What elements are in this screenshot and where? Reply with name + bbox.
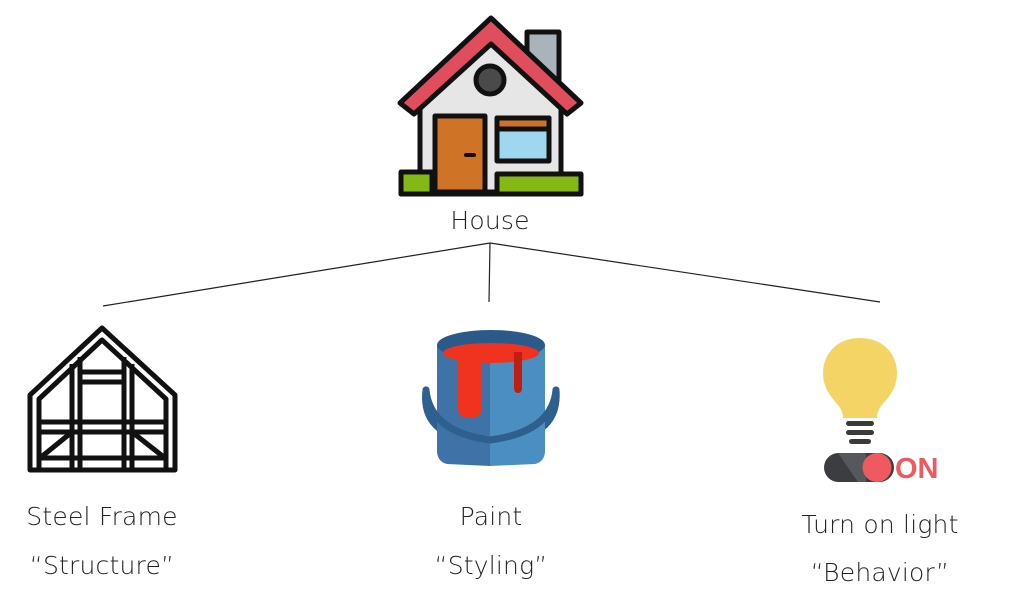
steel-frame-subtitle: “Structure” <box>29 551 175 580</box>
light-bulb-icon <box>823 338 897 444</box>
root-label: House <box>450 206 530 235</box>
paint-subtitle: “Styling” <box>434 551 548 580</box>
connector-lines <box>102 242 881 307</box>
paint-bucket-icon <box>422 330 560 466</box>
house-icon <box>397 15 584 197</box>
connector-to-steel-frame <box>102 242 491 307</box>
steel-frame-icon <box>27 325 178 473</box>
paint-title: Paint <box>459 502 523 531</box>
switch-state-label: ON <box>895 453 939 485</box>
light-subtitle: “Behavior” <box>810 558 950 587</box>
light-title: Turn on light <box>801 510 959 539</box>
toggle-switch-icon: ON <box>824 453 939 485</box>
connector-to-light <box>489 242 881 303</box>
connector-to-paint <box>488 242 491 303</box>
steel-frame-title: Steel Frame <box>26 502 178 531</box>
